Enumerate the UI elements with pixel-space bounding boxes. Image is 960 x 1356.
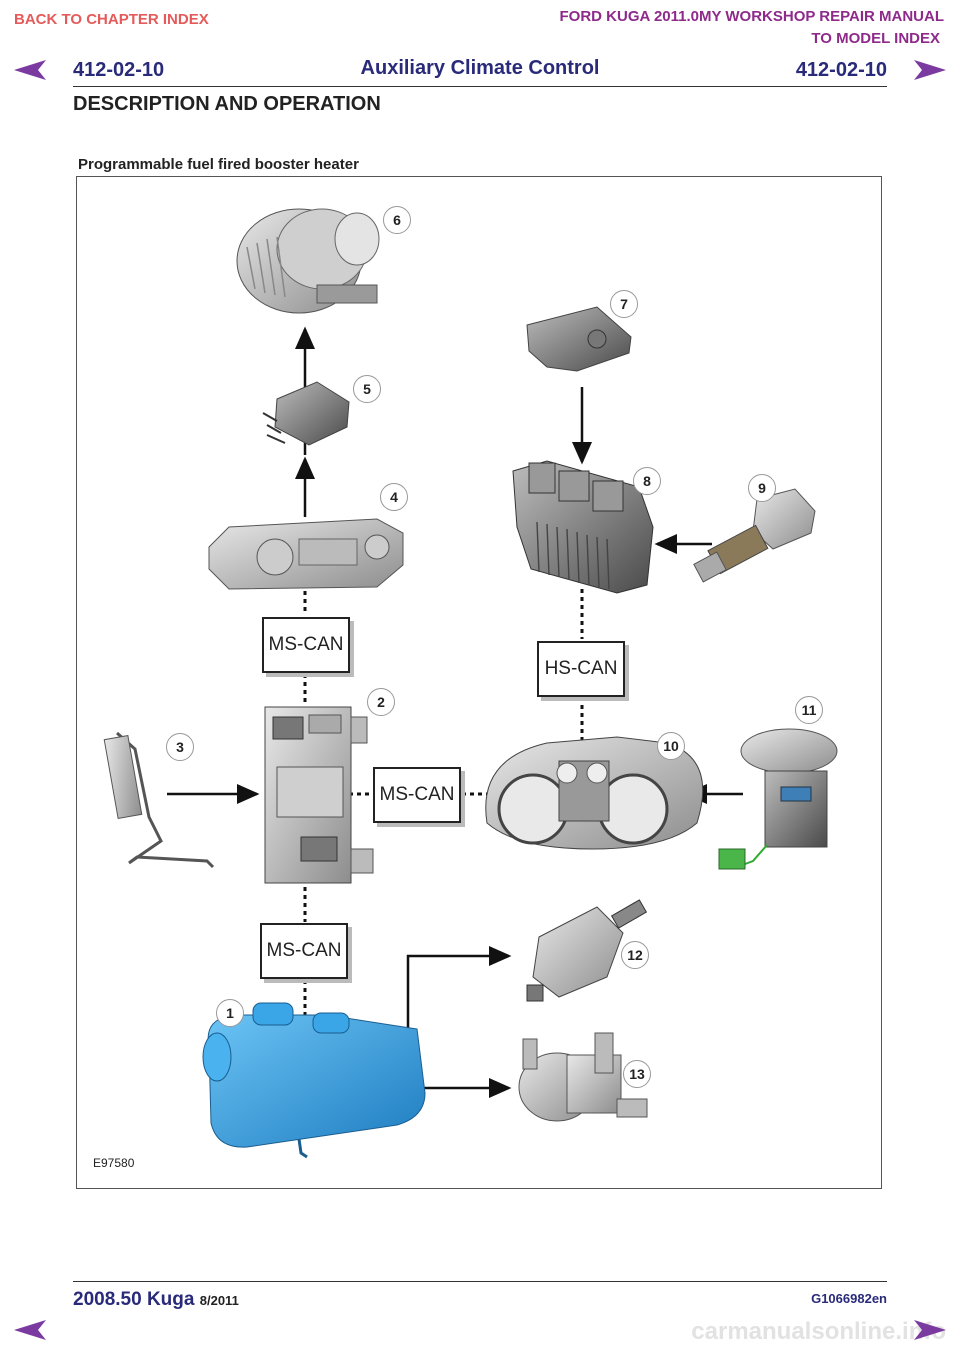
footer-doc-code: G1066982en: [811, 1291, 887, 1306]
instrument-cluster: [485, 736, 704, 850]
callout-10: 10: [657, 732, 685, 760]
figure-id: E97580: [93, 1156, 135, 1170]
arrow-left-icon[interactable]: [12, 1318, 48, 1342]
hs-can-label: HS-CAN: [537, 641, 625, 697]
diagram-artwork: [103, 208, 838, 1159]
coolant-pump: [518, 1032, 648, 1122]
ms-can-label-bottom: MS-CAN: [260, 923, 348, 979]
powertrain-control-module: [512, 460, 654, 594]
callout-6: 6: [383, 206, 411, 234]
callout-9: 9: [748, 474, 776, 502]
section-title: Auxiliary Climate Control: [360, 57, 600, 79]
arrow-right-icon[interactable]: [912, 58, 948, 82]
section-code-left: 412-02-10: [73, 59, 165, 81]
ms-can-label-top: MS-CAN: [262, 617, 350, 673]
blower-motor: [236, 208, 380, 314]
callout-12: 12: [621, 941, 649, 969]
climate-control-panel: [208, 518, 404, 590]
manual-title: FORD KUGA 2011.0MY WORKSHOP REPAIR MANUA…: [559, 8, 945, 25]
fuel-solenoid-valve: [526, 899, 648, 1002]
pressure-sensor: [526, 306, 632, 372]
body-control-module: [264, 706, 374, 884]
temperature-sensor: [693, 488, 816, 583]
back-to-chapter-index-link[interactable]: BACK TO CHAPTER INDEX: [14, 11, 209, 28]
page-subheading: DESCRIPTION AND OPERATION: [73, 93, 381, 115]
ms-can-label-mid: MS-CAN: [373, 767, 461, 823]
booster-heater: [202, 1002, 426, 1159]
header-divider: [73, 86, 887, 87]
antenna: [103, 731, 215, 869]
footer-date: 8/2011: [199, 1293, 239, 1308]
figure-caption: Programmable fuel fired booster heater: [78, 156, 359, 173]
callout-5: 5: [353, 375, 381, 403]
footer-model: 2008.50 Kuga 8/2011: [73, 1289, 239, 1311]
section-code-right: 412-02-10: [795, 59, 887, 81]
to-model-index-link[interactable]: TO MODEL INDEX: [811, 30, 940, 47]
system-diagram: 6 7 5 8 9 4 2 11 3 10 12 1 13 MS-CAN HS-…: [76, 176, 882, 1189]
callout-2: 2: [367, 688, 395, 716]
callout-8: 8: [633, 467, 661, 495]
watermark: carmanualsonline.info: [691, 1318, 946, 1345]
arrow-left-icon[interactable]: [12, 58, 48, 82]
footer-divider: [73, 1281, 887, 1282]
callout-13: 13: [623, 1060, 651, 1088]
callout-1: 1: [216, 999, 244, 1027]
fuel-pump-module: [718, 728, 838, 870]
arrow-right-icon[interactable]: [912, 1318, 948, 1342]
footer-model-name: 2008.50 Kuga: [73, 1289, 195, 1310]
callout-11: 11: [795, 696, 823, 724]
callout-7: 7: [610, 290, 638, 318]
callout-3: 3: [166, 733, 194, 761]
callout-4: 4: [380, 483, 408, 511]
blower-resistor: [262, 381, 350, 446]
